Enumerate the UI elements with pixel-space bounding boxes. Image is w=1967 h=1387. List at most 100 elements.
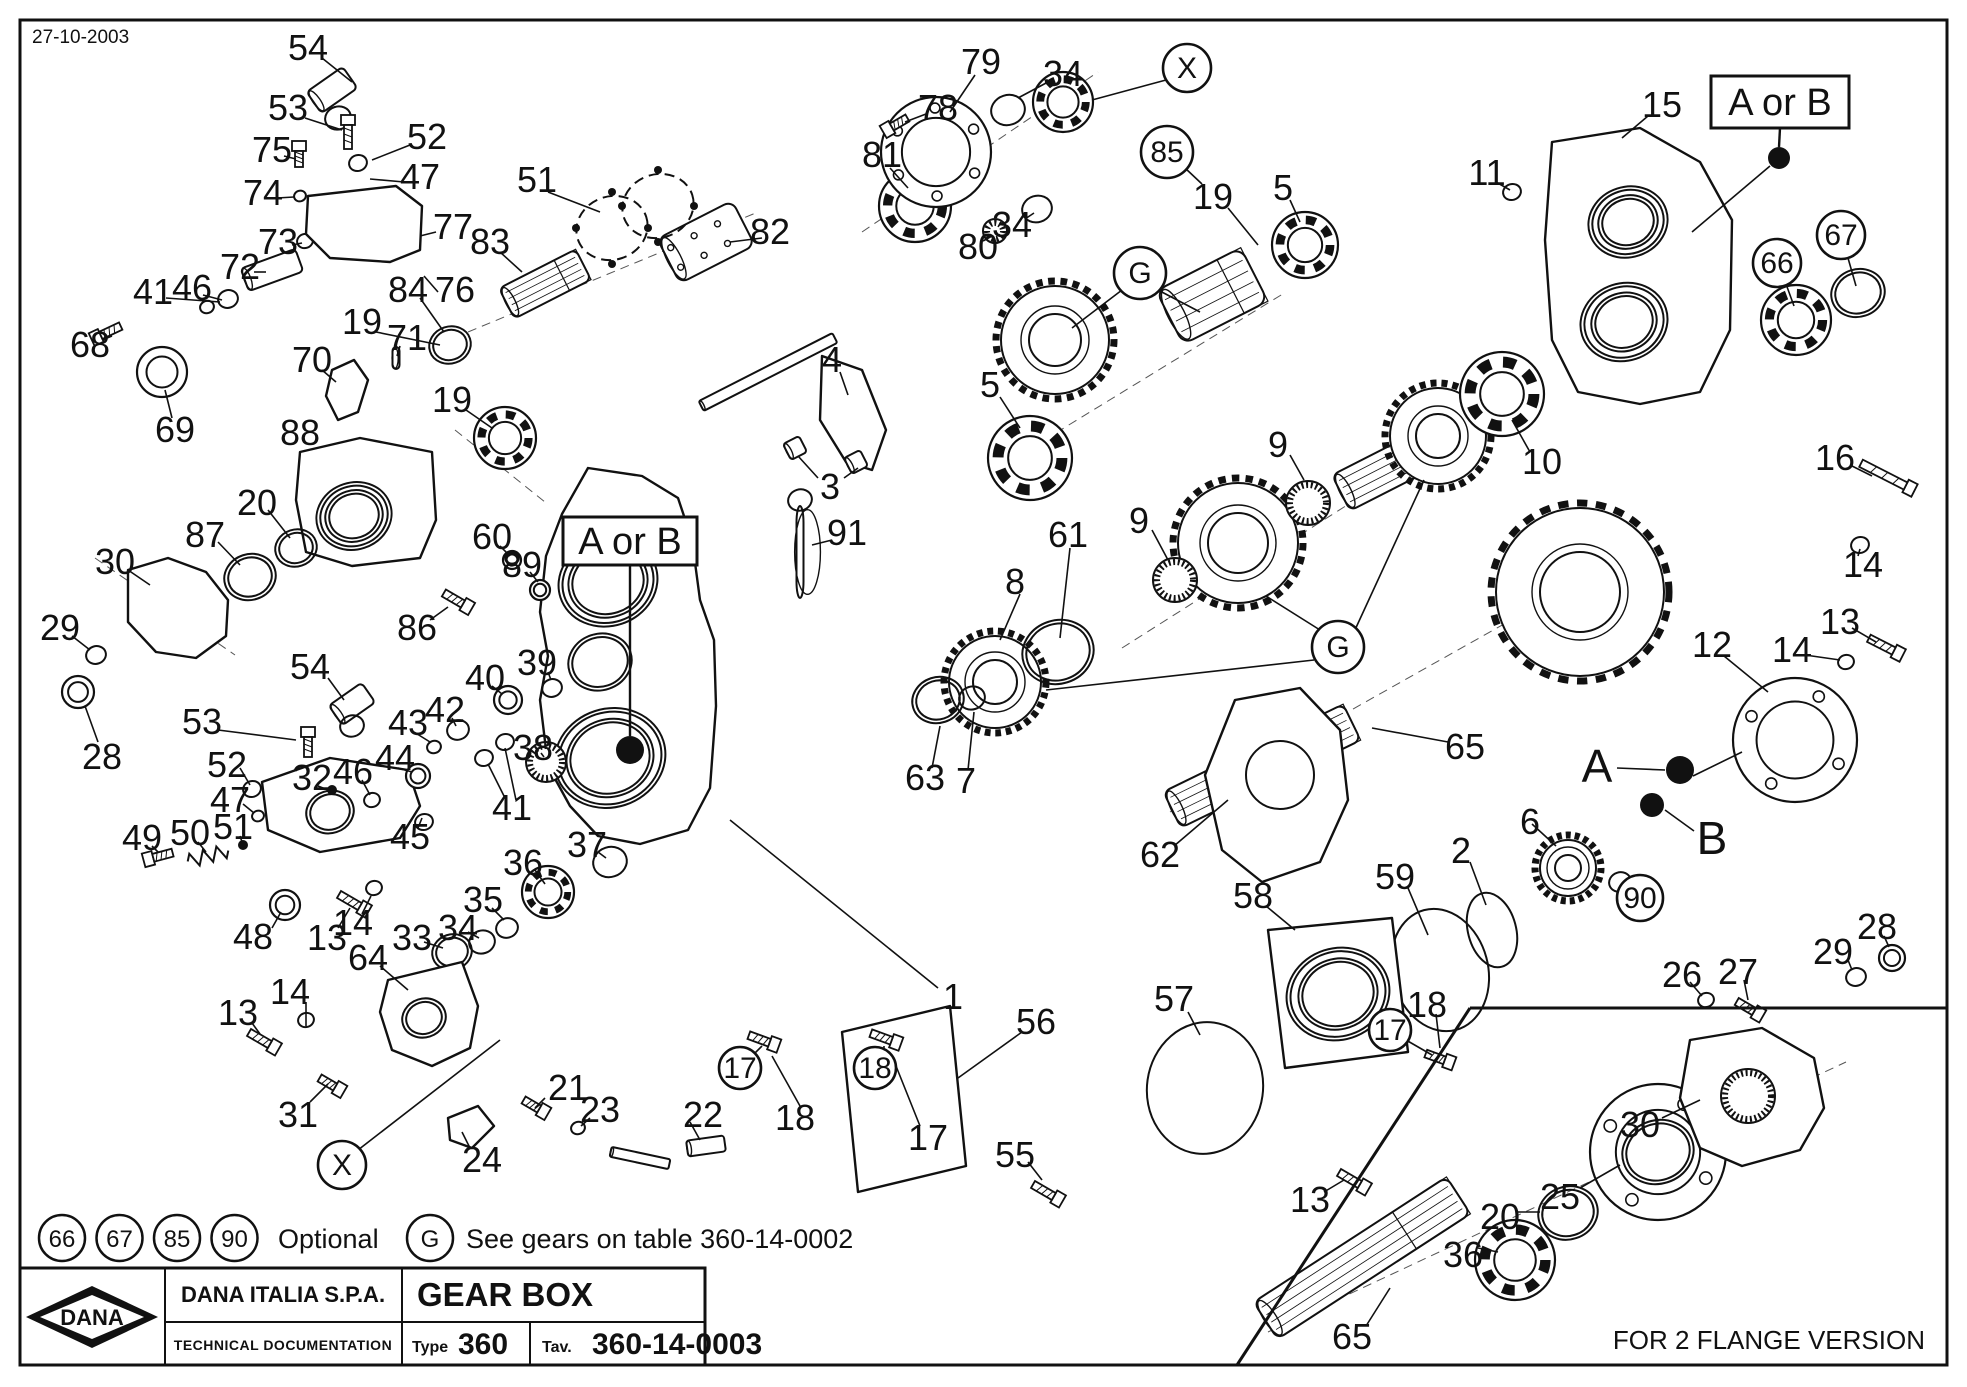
callout-3: 3 (820, 466, 840, 507)
part-gear (992, 277, 1118, 403)
callout-35: 35 (463, 879, 503, 920)
part-dot (644, 224, 652, 232)
callout-71: 71 (387, 317, 427, 358)
callout-18: 18 (1407, 984, 1447, 1025)
part-poly (126, 556, 230, 660)
callout-10: 10 (1522, 441, 1562, 482)
circled-callout-66: 66 (1751, 237, 1803, 289)
callout-36: 36 (1443, 1234, 1483, 1275)
part-flg (268, 888, 302, 922)
leader-line (1371, 727, 1449, 743)
callout-17: 17 (908, 1117, 948, 1158)
part-dot (654, 166, 662, 174)
part-bolt (316, 1073, 349, 1100)
callout-23: 23 (580, 1089, 620, 1130)
leader-line (1059, 547, 1071, 639)
leader-line (1407, 887, 1429, 936)
part-ring (495, 917, 519, 939)
callout-65: 65 (1332, 1316, 1372, 1357)
svg-text:18: 18 (858, 1052, 891, 1085)
callout-19: 19 (342, 301, 382, 342)
leader-line (1661, 1099, 1701, 1119)
callout-84: 84 (388, 269, 428, 310)
callout-28: 28 (82, 736, 122, 777)
leader-line (580, 1117, 591, 1127)
callout-38: 38 (513, 727, 553, 768)
callout-88: 88 (280, 412, 320, 453)
circled-callout-90: 90 (1615, 873, 1665, 923)
leader-line (317, 785, 329, 791)
part-flg (60, 674, 96, 710)
callout-73: 73 (258, 221, 298, 262)
leader-line (1857, 548, 1861, 557)
callout-49: 49 (122, 817, 162, 858)
leader-line (534, 869, 546, 885)
part-ring (1621, 1118, 1695, 1186)
legend-optional-label: Optional (278, 1224, 379, 1254)
part-ring (242, 779, 262, 799)
callout-13: 13 (1290, 1179, 1330, 1220)
leader-line (729, 237, 763, 243)
leader-line (1289, 199, 1301, 223)
part-ring (1590, 291, 1658, 353)
callout-69: 69 (155, 409, 195, 450)
legend-circle-66: 66 (37, 1213, 87, 1263)
callout-26: 26 (1662, 954, 1702, 995)
leader-line (1851, 465, 1873, 477)
leader-line (771, 1055, 801, 1107)
callout-44: 44 (375, 737, 415, 778)
callout-30: 30 (95, 541, 135, 582)
leader-line (1187, 1011, 1201, 1036)
callout-39: 39 (517, 642, 557, 683)
callout-37: 37 (567, 824, 607, 865)
leader-line (397, 767, 413, 773)
callout-79: 79 (961, 41, 1001, 82)
callout-40: 40 (465, 657, 505, 698)
part-bolt (1423, 1048, 1458, 1072)
callout-22: 22 (683, 1094, 723, 1135)
position-marker-dot (1666, 756, 1694, 784)
callout-28: 28 (1857, 906, 1897, 947)
leader-line (217, 729, 297, 741)
callout-52: 52 (407, 116, 447, 157)
part-ring (348, 153, 368, 173)
callout-83: 83 (470, 221, 510, 262)
leader-line (84, 705, 99, 743)
callout-58: 58 (1233, 875, 1273, 916)
part-poly (304, 184, 424, 264)
part-ring (1579, 281, 1669, 363)
leader-line (729, 819, 939, 989)
callout-6: 6 (1520, 801, 1540, 842)
part-brg (1759, 283, 1833, 357)
part-dot (572, 224, 580, 232)
leader-line (1723, 655, 1769, 693)
callout-61: 61 (1048, 514, 1088, 555)
part-bolt (1858, 458, 1919, 498)
part-gear (1169, 474, 1307, 612)
dana-logo: DANA (26, 1286, 158, 1348)
part-ring (1537, 1185, 1599, 1241)
circled-callout-X: X (316, 1139, 368, 1191)
callout-34: 34 (992, 204, 1032, 245)
callout-12: 12 (1692, 624, 1732, 665)
leader-line (371, 144, 411, 161)
callout-57: 57 (1154, 978, 1194, 1019)
callout-24: 24 (462, 1139, 502, 1180)
leader-line (1847, 959, 1853, 971)
tav-value: 360-14-0003 (592, 1328, 762, 1361)
part-flg (1731, 676, 1859, 804)
leader-line (487, 763, 507, 801)
part-dot (238, 840, 248, 850)
circled-callout-85: 85 (1139, 124, 1195, 180)
leader-line (375, 331, 441, 346)
part-cyl (329, 683, 375, 725)
leader-line (1847, 257, 1857, 287)
part-ring (1837, 653, 1855, 671)
callout-56: 56 (1016, 1001, 1056, 1042)
callout-48: 48 (233, 916, 273, 957)
leader-line (239, 767, 251, 786)
part-ring (426, 739, 442, 755)
leader-line (1621, 115, 1649, 139)
leader-line (889, 167, 909, 189)
